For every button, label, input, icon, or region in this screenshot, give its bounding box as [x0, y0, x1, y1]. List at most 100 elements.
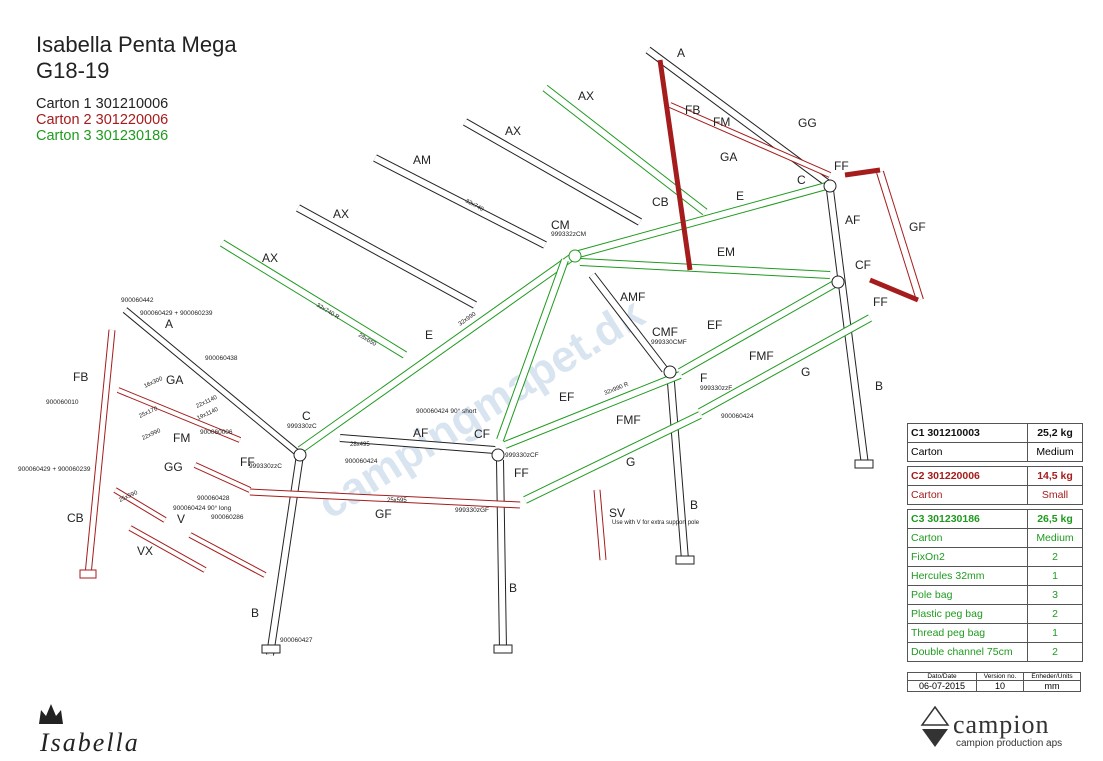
- c3-row-value: 3: [1027, 585, 1083, 605]
- date-value: 06-07-2015: [907, 680, 977, 692]
- c3-row-value: 2: [1027, 604, 1083, 624]
- label-ef-mid: EF: [559, 390, 574, 404]
- version-label: Version no.: [976, 672, 1024, 681]
- foot-b-3: [675, 555, 695, 565]
- c3-row-name: Carton: [907, 528, 1028, 548]
- c3-title: C3 301230186: [907, 509, 1028, 529]
- label-ax-4: AX: [262, 251, 278, 265]
- pole-gf-right-fill: [877, 171, 923, 301]
- code-af: 900060424: [345, 458, 378, 465]
- date-label: Dato/Date: [907, 672, 977, 681]
- code-fb-left: 900060010: [46, 399, 79, 406]
- c1-type: Medium: [1027, 442, 1083, 462]
- pole-g-right-fill: [698, 315, 872, 415]
- label-gf-right: GF: [909, 220, 926, 234]
- label-a-right: A: [677, 46, 685, 60]
- carton-3-label: Carton 3 301230186: [36, 128, 169, 144]
- pole-b-mid-fill: [497, 459, 506, 651]
- pole-ax-2-fill: [463, 119, 642, 225]
- code-cm: 999332zCM: [551, 231, 586, 238]
- joints: [79, 179, 874, 654]
- carton-contents-table: C1 301210003 25,2 kg Carton Medium C2 30…: [907, 423, 1083, 662]
- pole-ff-right: [869, 277, 919, 303]
- c2-title: C2 301220006: [907, 466, 1028, 486]
- c1-type-row: Carton Medium: [907, 442, 1083, 462]
- c3-row-value: 2: [1027, 642, 1083, 662]
- label-amf: AMF: [620, 290, 645, 304]
- label-b-right: B: [875, 379, 883, 393]
- c3-row-value: 2: [1027, 547, 1083, 567]
- pole-af-left-fill: [339, 435, 496, 453]
- dim-gg: 22x990: [141, 428, 162, 442]
- pole-ef-right-fill: [678, 279, 840, 375]
- code-a-top: 900060442: [121, 297, 154, 304]
- c3-row-value: 1: [1027, 566, 1083, 586]
- c3-row-value: Medium: [1027, 528, 1083, 548]
- code-v: 900060286: [211, 514, 244, 521]
- c3-weight: 26,5 kg: [1027, 509, 1083, 529]
- c1-header-row: C1 301210003 25,2 kg: [907, 423, 1083, 443]
- c3-row-name: FixOn2: [907, 547, 1028, 567]
- label-gg-left: GG: [164, 460, 183, 474]
- label-fb-left: FB: [73, 370, 88, 384]
- label-ga-right: GA: [720, 150, 737, 164]
- label-af-right: AF: [845, 213, 860, 227]
- pole-cb-left-fill: [85, 329, 115, 576]
- label-a-left: A: [165, 317, 173, 331]
- sv-note: Use with V for extra support pole: [612, 520, 700, 526]
- c3-header-row: C3 301230186 26,5 kg: [907, 509, 1083, 529]
- label-ff-top: FF: [834, 159, 849, 173]
- c1-weight: 25,2 kg: [1027, 423, 1083, 443]
- pole-a-left-fill: [123, 308, 302, 457]
- pole-g-left-fill: [523, 412, 702, 503]
- code-b-foot: 900060427: [280, 637, 313, 644]
- c1-type-label: Carton: [907, 442, 1028, 462]
- label-ef-right: EF: [707, 318, 722, 332]
- label-af-left: AF: [413, 426, 428, 440]
- pole-e-left-fill: [298, 252, 577, 453]
- label-gf-left: GF: [375, 507, 392, 521]
- c2-weight: 14,5 kg: [1027, 466, 1083, 486]
- isabella-logo: Isabella: [40, 728, 140, 757]
- c3-row-name: Thread peg bag: [907, 623, 1028, 643]
- joint-c-right: [823, 179, 837, 193]
- code-cmf: 999330CMF: [651, 339, 687, 346]
- pole-b-right-1-fill: [667, 369, 688, 561]
- c3-row-name: Pole bag: [907, 585, 1028, 605]
- pole-amf-fill: [589, 273, 668, 372]
- code-90-short: 900060424 90° short: [416, 407, 477, 415]
- pole-em-down-fill: [497, 258, 568, 442]
- units-value: mm: [1023, 680, 1081, 692]
- code-gf: 999330zGF: [455, 507, 489, 514]
- label-ga-left: GA: [166, 373, 183, 387]
- carton-2-label: Carton 2 301220006: [36, 112, 169, 128]
- code-cf: 999330zCF: [505, 452, 539, 459]
- foot-b-4: [854, 459, 874, 469]
- pole-fb-right-fill: [669, 103, 831, 177]
- title-line-1: Isabella Penta Mega: [36, 32, 237, 57]
- campion-logo-icon: [920, 705, 950, 747]
- pole-e-right-fill: [574, 182, 831, 258]
- red-poles: [84, 59, 924, 578]
- title-line-2: G18-19: [36, 58, 110, 83]
- code-zzc: 999330zzC: [249, 463, 282, 470]
- pole-gf-left-fill: [249, 489, 521, 508]
- label-fb-right: FB: [685, 103, 700, 117]
- label-g-right: G: [801, 365, 810, 379]
- label-v: V: [177, 512, 185, 526]
- label-e-left: E: [425, 328, 433, 342]
- label-e-right: E: [736, 189, 744, 203]
- pole-ff-right-top: [844, 167, 881, 178]
- foot-cb: [79, 569, 97, 579]
- joint-cm: [568, 249, 582, 263]
- joint-cmf: [663, 365, 677, 379]
- foot-b-2: [493, 644, 513, 654]
- c3-row-name: Double channel 75cm: [907, 642, 1028, 662]
- label-cb-right: CB: [652, 195, 669, 209]
